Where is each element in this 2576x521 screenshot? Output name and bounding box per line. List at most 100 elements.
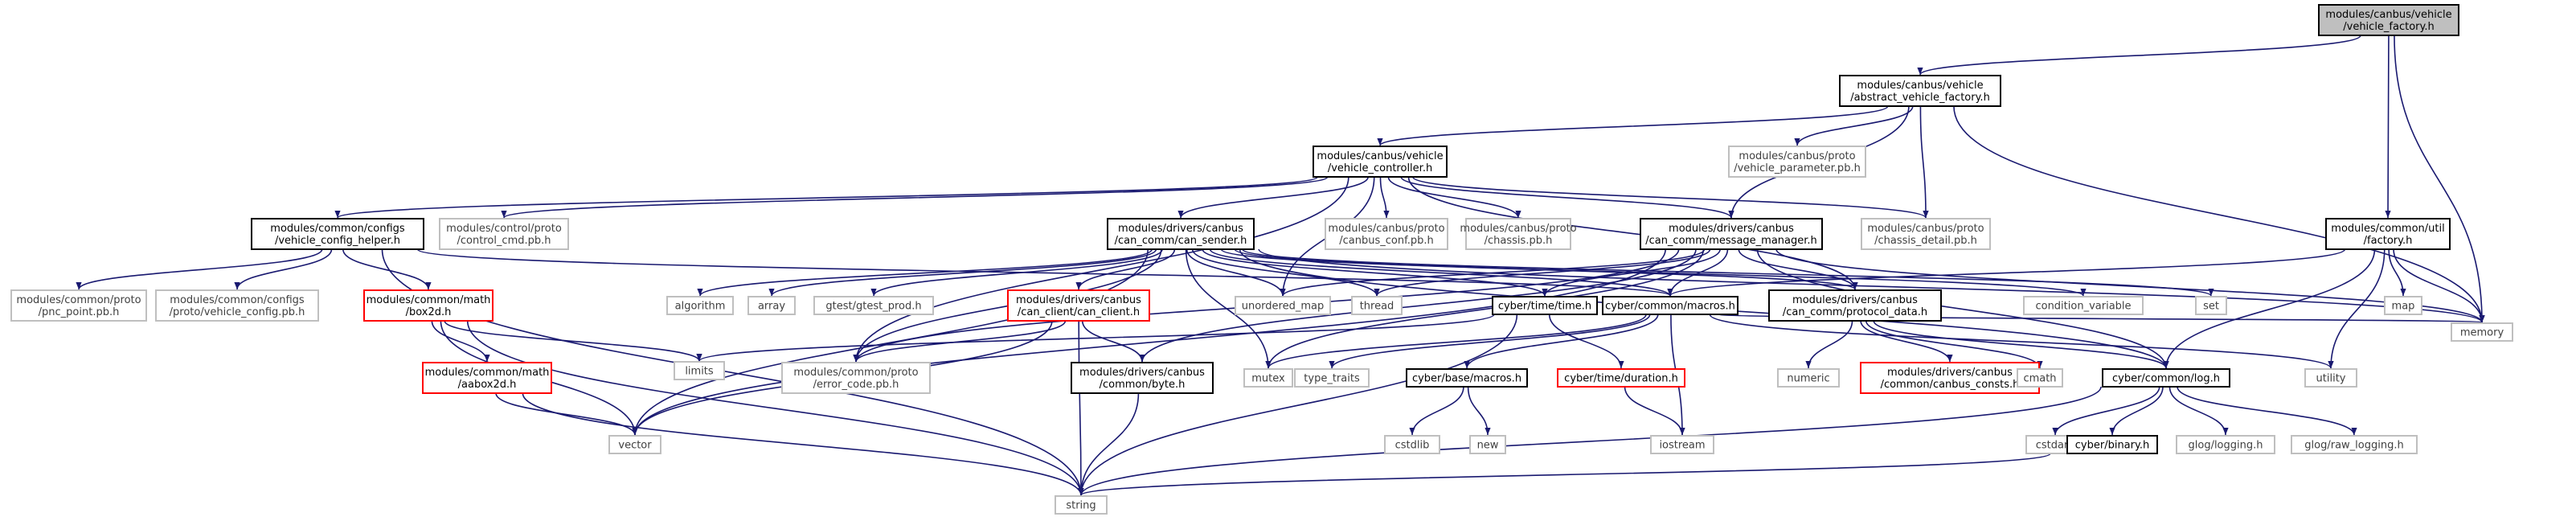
node-protocol_data[interactable]: modules/drivers/canbus/can_comm/protocol…: [1768, 289, 1942, 322]
node-error_code_pb[interactable]: modules/common/proto/error_code.pb.h: [781, 362, 931, 394]
node-box: [2304, 368, 2357, 388]
edge-cyber_macros-to-memory: [1718, 314, 2484, 323]
node-label: cstdlib: [1395, 440, 1430, 452]
node-label: cmath: [2023, 373, 2056, 385]
node-glog_raw_logging[interactable]: glog/raw_logging.h: [2291, 435, 2418, 454]
node-box: [1728, 146, 1866, 178]
node-utility[interactable]: utility: [2304, 368, 2357, 388]
node-label: set: [2203, 301, 2219, 313]
node-box: [2023, 296, 2144, 315]
node-iostream[interactable]: iostream: [1650, 435, 1714, 454]
node-control_cmd_pb[interactable]: modules/control/proto/control_cmd.pb.h: [439, 218, 569, 250]
edge-util_factory-to-cyber_macros: [1667, 248, 2346, 297]
node-label: /proto/vehicle_config.pb.h: [170, 306, 305, 318]
node-label: modules/common/math: [367, 294, 491, 306]
node-label: utility: [2316, 373, 2346, 385]
node-mutex[interactable]: mutex: [1243, 368, 1293, 388]
node-label: type_traits: [1304, 373, 1360, 385]
node-box: [2195, 296, 2227, 315]
node-canbus_conf_pb[interactable]: modules/canbus/proto/canbus_conf.pb.h: [1325, 218, 1448, 250]
node-memory[interactable]: memory: [2451, 322, 2513, 342]
node-cmath[interactable]: cmath: [2017, 368, 2063, 388]
node-box: [747, 296, 796, 315]
node-label: numeric: [1787, 373, 1829, 385]
node-set[interactable]: set: [2195, 296, 2227, 315]
node-vehicle_factory[interactable]: modules/canbus/vehicle/vehicle_factory.h: [2318, 4, 2459, 36]
edge-util_factory-to-memory: [2393, 248, 2485, 323]
node-label: modules/drivers/canbus: [1887, 367, 2013, 379]
node-condition_variable[interactable]: condition_variable: [2023, 296, 2144, 315]
node-pnc_point_pb[interactable]: modules/common/proto/pnc_point.pb.h: [10, 289, 147, 322]
node-box: [363, 289, 493, 322]
edge-can_sender-to-can_client: [1075, 248, 1176, 290]
node-vehicle_config_pb[interactable]: modules/common/configs/proto/vehicle_con…: [155, 289, 319, 322]
node-duration[interactable]: cyber/time/duration.h: [1557, 368, 1685, 388]
edge-can_sender-to-vector: [632, 248, 1149, 436]
node-label: modules/drivers/canbus: [1079, 367, 1205, 379]
node-label: modules/canbus/vehicle: [2325, 9, 2451, 21]
node-limits[interactable]: limits: [674, 361, 725, 380]
node-canbus_consts[interactable]: modules/drivers/canbus/common/canbus_con…: [1860, 362, 2040, 394]
node-util_factory[interactable]: modules/common/util/factory.h: [2325, 218, 2451, 250]
node-glog_logging[interactable]: glog/logging.h: [2176, 435, 2275, 454]
edge-can_client-to-byte: [1081, 320, 1145, 363]
node-map[interactable]: map: [2384, 296, 2422, 315]
edge-vehicle_controller-to-control_cmd_pb: [501, 176, 1329, 219]
node-box: [2102, 368, 2230, 388]
edge-duration-to-iostream: [1624, 386, 1685, 436]
node-label: mutex: [1251, 373, 1285, 385]
node-numeric[interactable]: numeric: [1777, 368, 1840, 388]
edge-util_factory-to-map: [2388, 248, 2406, 297]
node-label: cyber/binary.h: [2075, 440, 2149, 452]
node-label: /can_comm/can_sender.h: [1115, 235, 1247, 247]
node-cyber_log[interactable]: cyber/common/log.h: [2102, 368, 2230, 388]
node-gtest_prod[interactable]: gtest/gtest_prod.h: [813, 296, 934, 315]
node-algorithm[interactable]: algorithm: [666, 296, 734, 315]
edge-vehicle_config_helper-to-vehicle_config_pb: [234, 248, 333, 290]
node-new[interactable]: new: [1469, 435, 1506, 454]
node-box: [1768, 289, 1942, 322]
node-array[interactable]: array: [747, 296, 796, 315]
node-can_client[interactable]: modules/drivers/canbus/can_client/can_cl…: [1007, 289, 1150, 322]
edge-aabox2d-to-vector: [495, 392, 638, 436]
node-label: cyber/base/macros.h: [1412, 373, 1521, 385]
node-vehicle_controller[interactable]: modules/canbus/vehicle/vehicle_controlle…: [1313, 146, 1448, 178]
node-can_sender[interactable]: modules/drivers/canbus/can_comm/can_send…: [1107, 218, 1255, 250]
node-base_macros[interactable]: cyber/base/macros.h: [1406, 368, 1528, 388]
node-cyber_macros[interactable]: cyber/common/macros.h: [1602, 296, 1738, 315]
node-abstract_vehicle_factory[interactable]: modules/canbus/vehicle/abstract_vehicle_…: [1839, 75, 2001, 107]
node-type_traits[interactable]: type_traits: [1294, 368, 1370, 388]
node-box2d[interactable]: modules/common/math/box2d.h: [363, 289, 493, 322]
node-chassis_pb[interactable]: modules/canbus/proto/chassis.pb.h: [1460, 218, 1577, 250]
node-byte[interactable]: modules/drivers/canbus/common/byte.h: [1071, 362, 1214, 394]
node-label: /can_comm/message_manager.h: [1645, 235, 1817, 247]
node-cstdlib[interactable]: cstdlib: [1384, 435, 1440, 454]
edge-cyber_macros-to-utility: [1709, 314, 2334, 369]
edge-message_manager-to-mutex: [1265, 248, 1705, 369]
node-aabox2d[interactable]: modules/common/math/aabox2d.h: [422, 362, 552, 394]
node-box: [1602, 296, 1738, 315]
node-box: [2176, 435, 2275, 454]
node-message_manager[interactable]: modules/drivers/canbus/can_comm/message_…: [1640, 218, 1823, 250]
node-vehicle_config_helper[interactable]: modules/common/configs/vehicle_config_he…: [251, 218, 424, 250]
edge-cyber_macros-to-type_traits: [1329, 314, 1651, 369]
edge-message_manager-to-protocol_data: [1738, 248, 1858, 290]
node-label: /error_code.pb.h: [813, 379, 899, 391]
node-cyber_time[interactable]: cyber/time/time.h: [1492, 296, 1598, 315]
node-vehicle_parameter_pb[interactable]: modules/canbus/proto/vehicle_parameter.p…: [1728, 146, 1866, 178]
node-label: /chassis_detail.pb.h: [1874, 235, 1977, 247]
node-vector[interactable]: vector: [608, 435, 661, 454]
node-cyber_binary[interactable]: cyber/binary.h: [2066, 435, 2158, 454]
node-chassis_detail_pb[interactable]: modules/canbus/proto/chassis_detail.pb.h: [1861, 218, 1991, 250]
edge-vehicle_controller-to-message_manager: [1400, 176, 1734, 219]
node-thread[interactable]: thread: [1351, 296, 1403, 315]
node-box: [1860, 362, 2040, 394]
node-label: modules/canbus/proto: [1328, 223, 1444, 235]
node-string[interactable]: string: [1055, 495, 1108, 515]
edge-protocol_data-to-numeric: [1805, 320, 1853, 369]
node-unordered_map[interactable]: unordered_map: [1235, 296, 1331, 315]
node-label: cyber/common/macros.h: [1605, 301, 1735, 313]
node-label: /factory.h: [2364, 235, 2413, 247]
node-box: [2017, 368, 2063, 388]
edge-can_sender-to-cyber_macros: [1209, 248, 1673, 297]
